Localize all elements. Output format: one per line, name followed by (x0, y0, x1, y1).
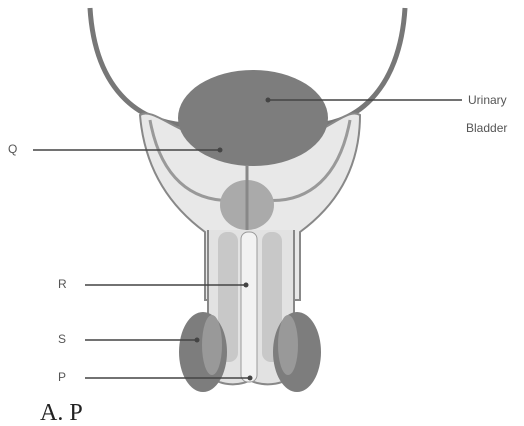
pointer-s-dot (195, 338, 200, 343)
label-q: Q (8, 142, 17, 156)
urethra-tube (241, 232, 257, 382)
label-r: R (58, 277, 67, 291)
epididymis-left (202, 315, 222, 375)
label-bladder: Bladder (466, 121, 507, 135)
pointer-p-dot (248, 376, 253, 381)
pointer-bladder-dot (266, 98, 271, 103)
pointer-q-dot (218, 148, 223, 153)
epididymis-right (278, 315, 298, 375)
label-urinary: Urinary (468, 93, 507, 107)
pointer-r-dot (244, 283, 249, 288)
label-p: P (58, 370, 66, 384)
caption-partial: A. P (40, 400, 83, 426)
urinary-bladder (178, 70, 328, 166)
label-s: S (58, 332, 66, 346)
